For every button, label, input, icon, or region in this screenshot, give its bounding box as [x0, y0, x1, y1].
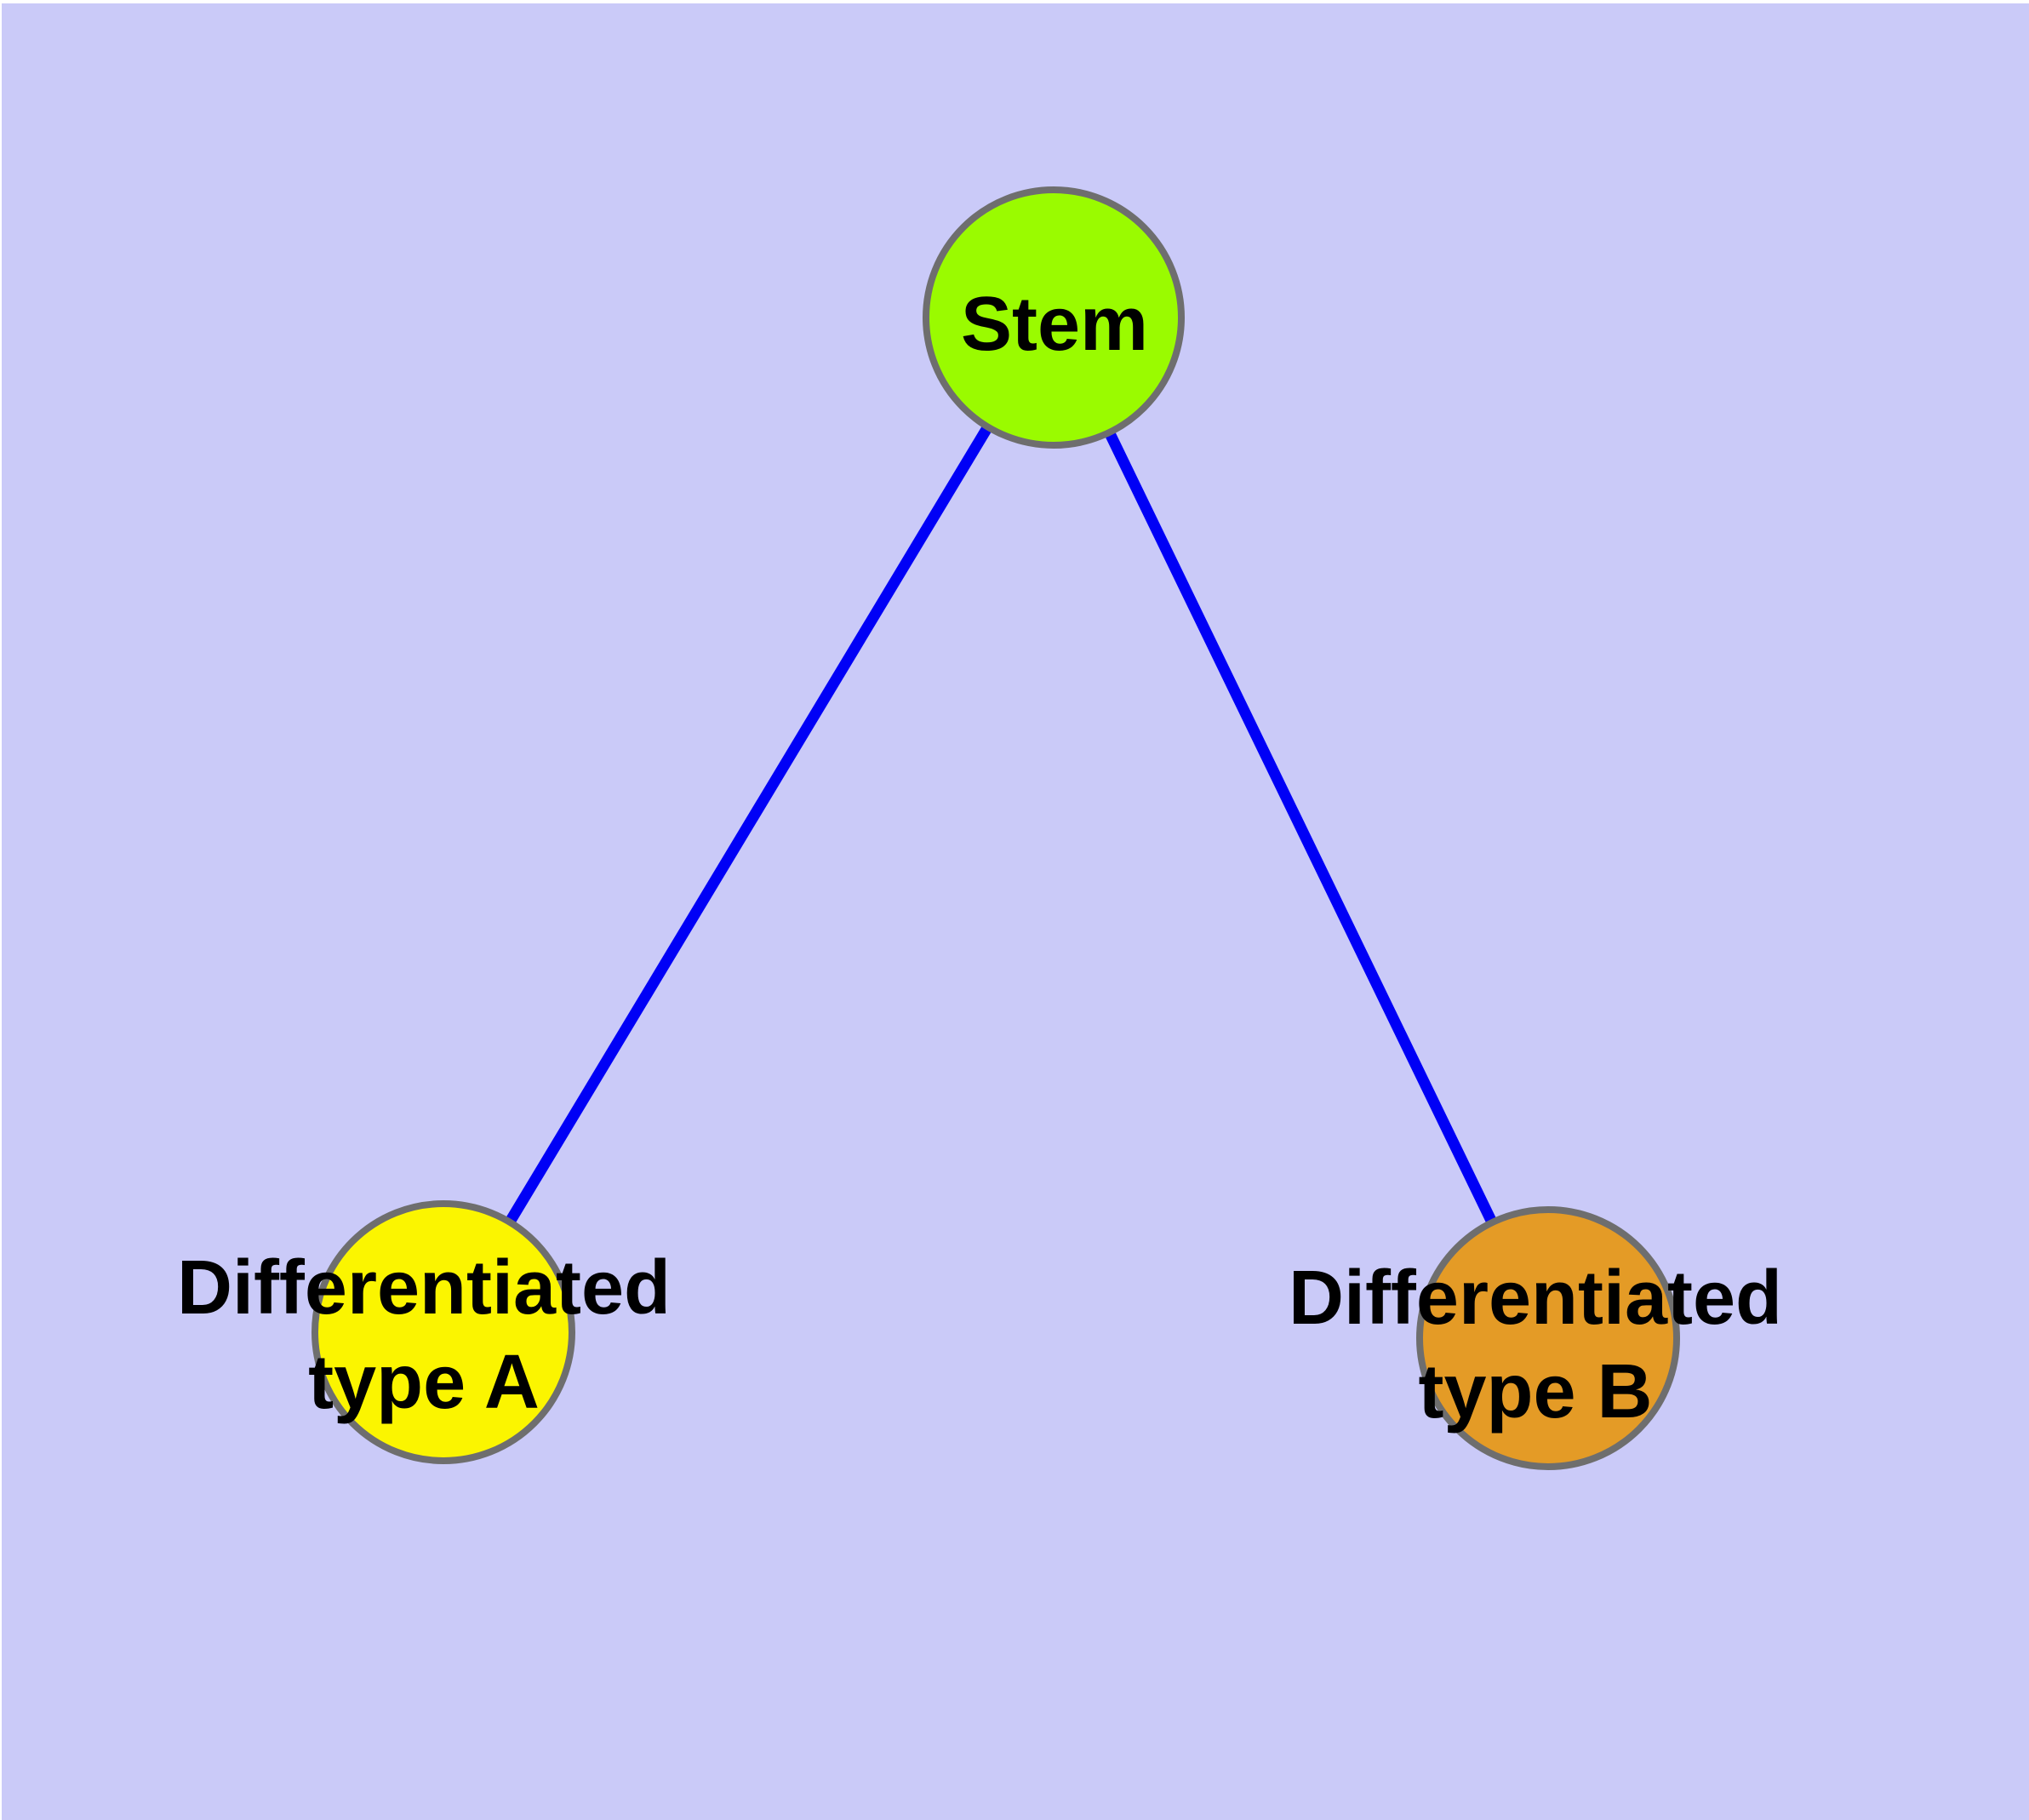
node-stem-label: Stem [961, 282, 1148, 367]
node-type-a-label-line1: Differentiated [177, 1245, 671, 1331]
node-type-b-label-line1: Differentiated [1289, 1256, 1782, 1341]
node-type-a-circle [311, 1200, 575, 1464]
edge-stem-to-type-a [438, 314, 1059, 1336]
node-type-a-label-line2: type A [308, 1340, 540, 1425]
edge-stem-to-type-b [1049, 315, 1553, 1341]
node-type-b-label-line2: type B [1418, 1349, 1652, 1434]
node-type-b-circle [1416, 1206, 1680, 1470]
node-stem-circle [923, 186, 1185, 449]
